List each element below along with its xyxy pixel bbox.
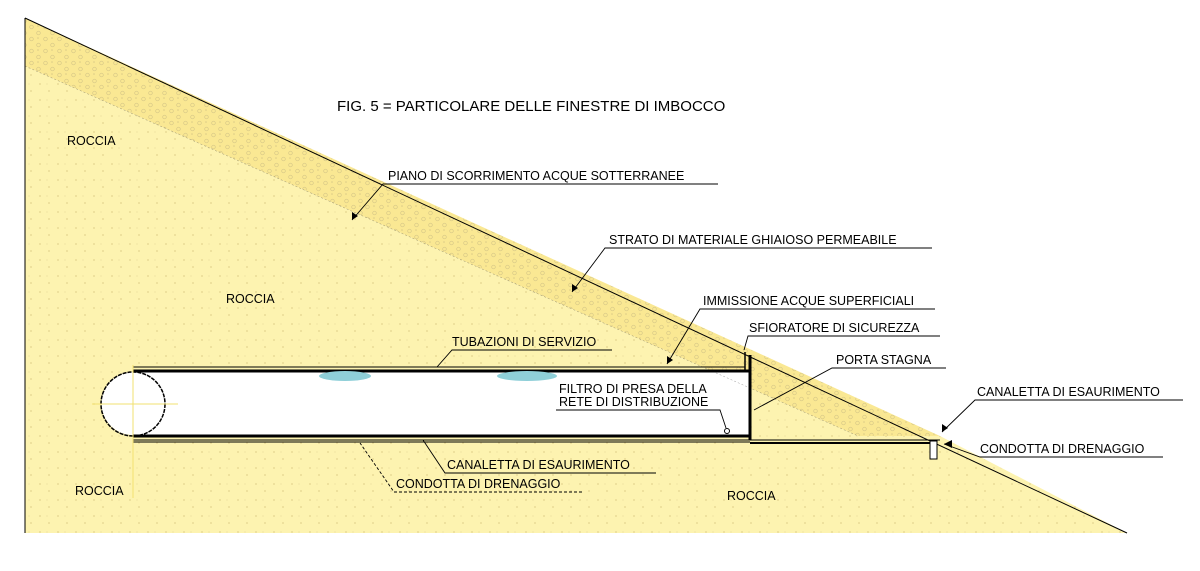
leader-piano bbox=[351, 183, 718, 221]
leader-canaletta-right bbox=[941, 399, 1183, 433]
intake-filter bbox=[724, 428, 730, 434]
rock-label: ROCCIA bbox=[75, 484, 124, 498]
arrowheads bbox=[352, 212, 952, 448]
label-condotta-bottom: CONDOTTA DI DRENAGGIO bbox=[396, 477, 561, 491]
label-canaletta-bottom: CANALETTA DI ESAURIMENTO bbox=[447, 458, 630, 472]
label-strato-ghiaioso: STRATO DI MATERIALE GHIAIOSO PERMEABILE bbox=[609, 233, 897, 247]
leader-lines bbox=[351, 183, 1183, 493]
label-condotta-right: CONDOTTA DI DRENAGGIO bbox=[980, 442, 1145, 456]
arrowhead bbox=[352, 212, 358, 220]
figure-title: FIG. 5 = PARTICOLARE DELLE FINESTRE DI I… bbox=[337, 98, 725, 115]
leader-canaletta-bottom bbox=[422, 439, 656, 474]
water-pocket bbox=[497, 371, 557, 381]
ground-surface-line bbox=[24, 17, 1128, 534]
drainage-outlet bbox=[929, 440, 938, 460]
leader-filtro bbox=[556, 409, 727, 429]
leader-tubazioni bbox=[436, 349, 612, 368]
rock-label: ROCCIA bbox=[226, 292, 275, 306]
leader-porta bbox=[753, 367, 946, 411]
tunnel-interior bbox=[101, 372, 750, 435]
label-porta-stagna: PORTA STAGNA bbox=[836, 353, 932, 367]
arrowhead bbox=[942, 424, 948, 432]
leader-sfioratore bbox=[743, 335, 940, 351]
rock-label: ROCCIA bbox=[727, 489, 776, 503]
leader-immissione bbox=[666, 308, 935, 365]
label-piano-scorrimento: PIANO DI SCORRIMENTO ACQUE SOTTERRANEE bbox=[388, 169, 684, 183]
arrowhead bbox=[944, 440, 952, 448]
leader-strato bbox=[571, 247, 932, 293]
arrowhead bbox=[572, 284, 578, 292]
label-tubazioni-servizio: TUBAZIONI DI SERVIZIO bbox=[452, 335, 597, 349]
water-pocket bbox=[319, 371, 371, 381]
leader-condotta-right bbox=[943, 443, 1163, 458]
gravel-layer bbox=[25, 18, 940, 436]
label-filtro-line1: FILTRO DI PRESA DELLA bbox=[559, 382, 707, 396]
label-canaletta-right: CANALETTA DI ESAURIMENTO bbox=[977, 385, 1160, 399]
arrowhead bbox=[667, 356, 673, 364]
rock-label: ROCCIA bbox=[67, 134, 116, 148]
label-sfioratore: SFIORATORE DI SICUREZZA bbox=[749, 321, 920, 335]
label-filtro-line2: RETE DI DISTRIBUZIONE bbox=[559, 395, 708, 409]
leader-condotta-bottom bbox=[359, 442, 582, 493]
label-immissione-acque: IMMISSIONE ACQUE SUPERFICIALI bbox=[703, 294, 914, 308]
